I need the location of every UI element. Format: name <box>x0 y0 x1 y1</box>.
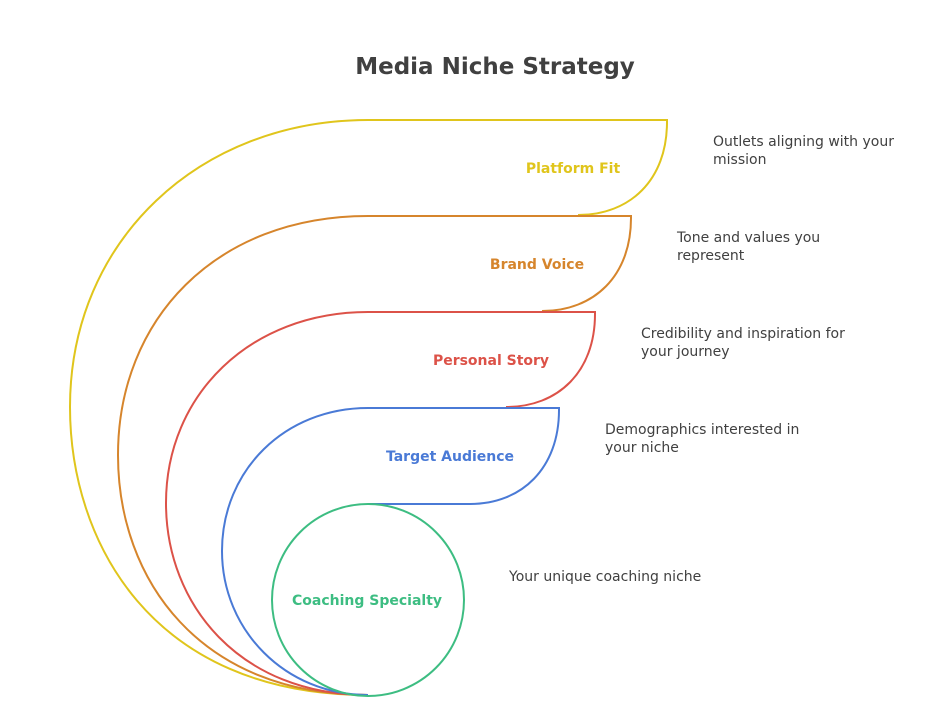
layer-description-personal-story: Credibility and inspiration for your jou… <box>641 326 849 360</box>
layer-shape-brand-voice <box>116 215 632 696</box>
layer-description-brand-voice: Tone and values you represent <box>676 230 825 264</box>
layer-shape-coaching-specialty <box>271 503 465 697</box>
layer-label-personal-story: Personal Story <box>433 353 549 369</box>
layer-label-brand-voice: Brand Voice <box>490 257 584 273</box>
layer-description-platform-fit: Outlets aligning with your mission <box>713 134 898 168</box>
layer-label-platform-fit: Platform Fit <box>526 161 621 177</box>
layer-shape-target-audience <box>220 407 560 696</box>
layer-shape-personal-story <box>164 311 596 696</box>
layer-shape-platform-fit <box>68 119 668 696</box>
layer-description-coaching-specialty: Your unique coaching niche <box>508 569 701 585</box>
diagram-title: Media Niche Strategy <box>355 54 635 80</box>
layer-label-coaching-specialty: Coaching Specialty <box>292 593 442 609</box>
layer-description-target-audience: Demographics interested in your niche <box>605 422 804 456</box>
layer-label-target-audience: Target Audience <box>386 449 514 465</box>
